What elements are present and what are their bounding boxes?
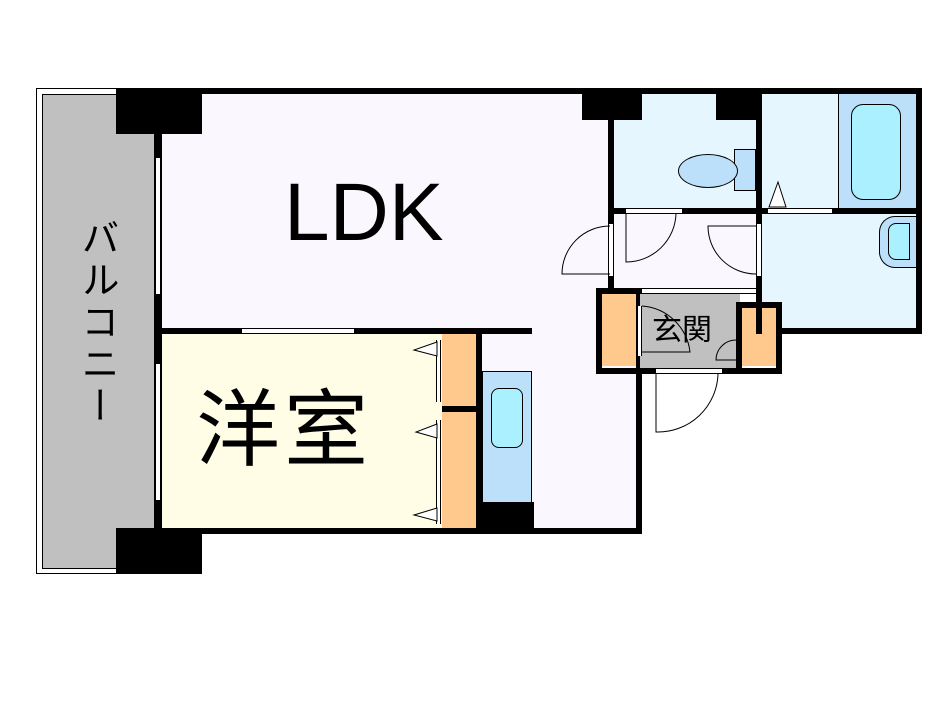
entrance-wall-bottom-left [596,368,656,374]
entrance-room [636,292,740,370]
entrance-wall-bottom-right [722,368,780,374]
wall-closet-divider [442,406,478,412]
wall-closet-right [476,334,482,528]
bath-door-frame [768,208,832,214]
balcony-window-lower [155,364,161,500]
cabinet-door-swing-icon [715,339,737,361]
wall-ldk-right [636,370,642,534]
kitchen-pillar [478,502,534,532]
cabinet-door-left[interactable] [638,306,642,356]
entrance-wall-right-top [736,302,782,308]
balcony-label: バルコニー [75,218,119,428]
entrance-door-swing-icon [641,305,691,353]
pillar-top-right [716,88,762,120]
washbasin-bowl [888,223,910,260]
bathtub [851,104,901,200]
closet-upper [442,334,476,406]
closet-hinge-icon [414,423,438,439]
kitchen-sink [491,388,523,448]
western-room [160,334,442,528]
entrance-wall-left [596,288,602,374]
closet-hinge-icon [412,507,438,522]
western-room-label: 洋室 [196,381,373,479]
entrance-wall-right [776,302,782,374]
balcony [42,94,160,569]
toilet-door-swing-icon [625,213,677,263]
pillar-top-left [116,88,202,134]
shoe-cabinet-left [602,294,636,366]
wall-left [154,130,162,534]
wall-washroom-bottom [776,328,922,334]
washroom-door-swing-icon [707,225,757,275]
ldk-label: LDK [284,167,444,258]
pillar-bottom-left [116,528,202,574]
closet-door-upper[interactable] [436,340,441,402]
ldk-room [160,94,612,334]
wall-ldk-hall [608,94,614,294]
wall-right [916,88,922,334]
western-sliding-door[interactable] [242,328,354,334]
washroom-door-frame [756,224,762,276]
wall-toilet-bottom [608,208,916,214]
wall-toilet-bath [756,94,762,334]
entrance-step [642,288,756,294]
ldk-door-swing-icon [561,225,611,275]
toilet-door-frame [626,208,682,214]
wall-bottom [154,528,642,534]
bath-door-icon [768,180,787,208]
entrance-wall-top [596,288,642,294]
front-door-swing-icon [655,373,719,433]
hallway [614,214,758,290]
closet-hinge-icon [412,341,438,357]
front-door-frame [656,368,722,374]
wall-top [116,88,922,94]
balcony-window-upper [155,158,161,294]
ldk-door-frame [608,224,614,276]
shoe-cabinet-divider-right [736,306,742,370]
closet-door-lower[interactable] [436,420,441,524]
closet-lower [442,412,476,528]
entrance-label: 玄関 [652,313,712,348]
toilet-bowl [678,154,738,188]
